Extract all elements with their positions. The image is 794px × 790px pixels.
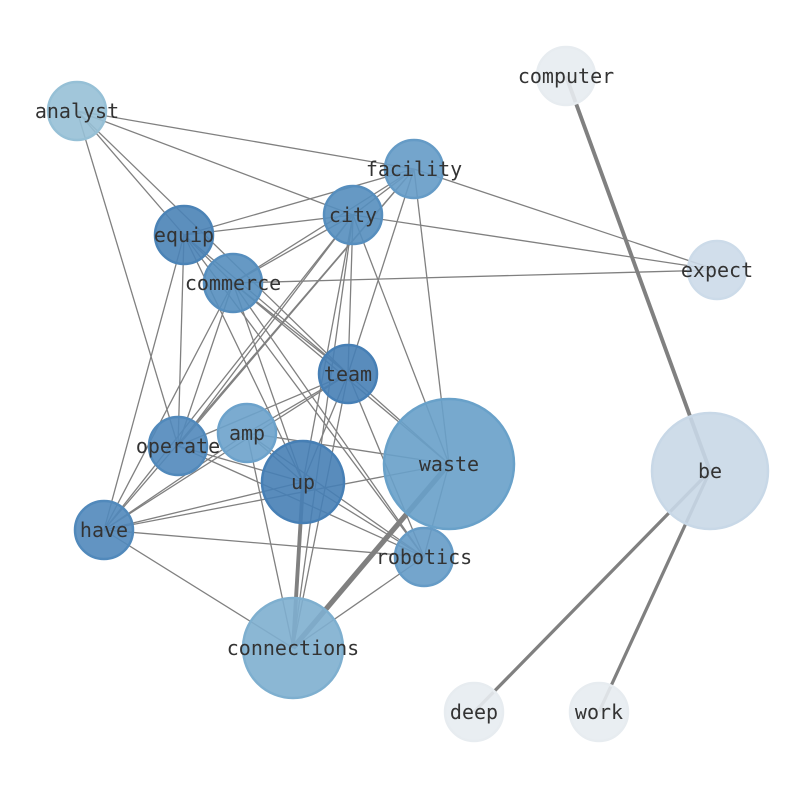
node-amp[interactable]: amp (216, 402, 278, 464)
node-operate[interactable]: operate (136, 415, 220, 477)
node-robotics[interactable]: robotics (376, 526, 472, 588)
node-up[interactable]: up (260, 439, 346, 525)
node-circle[interactable] (153, 204, 215, 266)
edge-facility-expect (413, 168, 718, 271)
node-analyst[interactable]: analyst (35, 80, 119, 142)
node-waste[interactable]: waste (382, 397, 516, 531)
node-circle[interactable] (322, 184, 384, 246)
node-have[interactable]: have (73, 499, 135, 561)
node-circle[interactable] (650, 411, 770, 531)
edge-analyst-operate (76, 110, 179, 447)
edge-equip-operate (177, 234, 185, 447)
node-connections[interactable]: connections (227, 596, 359, 700)
edge-city-up (302, 214, 354, 483)
node-circle[interactable] (260, 439, 346, 525)
node-commerce[interactable]: commerce (185, 252, 281, 314)
node-label: computer (518, 64, 614, 88)
node-facility[interactable]: facility (366, 138, 462, 200)
node-circle[interactable] (686, 239, 748, 301)
edge-city-have (103, 214, 354, 531)
edge-commerce-have (103, 282, 234, 531)
node-label: analyst (35, 99, 119, 123)
node-circle[interactable] (147, 415, 209, 477)
node-circle[interactable] (202, 252, 264, 314)
nodes-layer: analyst facility city equip commerce team oper… (35, 45, 770, 743)
node-circle[interactable] (383, 138, 445, 200)
node-circle[interactable] (46, 80, 108, 142)
node-label: team (324, 362, 372, 386)
node-label: robotics (376, 545, 472, 569)
node-expect[interactable]: expect (681, 239, 753, 301)
node-circle[interactable] (393, 526, 455, 588)
edge-equip-team (183, 234, 349, 375)
edge-computer-be (564, 75, 712, 472)
node-circle[interactable] (443, 681, 505, 743)
edge-have-robotics (103, 529, 425, 558)
edge-analyst-city (76, 110, 354, 216)
node-team[interactable]: team (317, 343, 379, 405)
node-be[interactable]: be (650, 411, 770, 531)
node-label: deep (450, 700, 498, 724)
edge-analyst-facility (76, 110, 415, 170)
node-circle[interactable] (535, 45, 597, 107)
node-circle[interactable] (568, 681, 630, 743)
node-label: up (291, 470, 315, 494)
node-equip[interactable]: equip (153, 204, 215, 266)
node-label: be (698, 459, 722, 483)
node-circle[interactable] (216, 402, 278, 464)
node-label: facility (366, 157, 462, 181)
node-label: amp (229, 421, 265, 445)
node-circle[interactable] (382, 397, 516, 531)
node-label: connections (227, 636, 359, 660)
edge-facility-equip (183, 168, 415, 236)
edge-facility-team (347, 168, 415, 375)
node-circle[interactable] (317, 343, 379, 405)
node-label: operate (136, 434, 220, 458)
node-deep[interactable]: deep (443, 681, 505, 743)
node-work[interactable]: work (568, 681, 630, 743)
edge-city-expect (352, 214, 718, 271)
edge-facility-commerce (232, 168, 415, 284)
node-label: expect (681, 258, 753, 282)
node-city[interactable]: city (322, 184, 384, 246)
node-label: work (575, 700, 623, 724)
node-circle[interactable] (73, 499, 135, 561)
node-label: city (329, 203, 377, 227)
node-computer[interactable]: computer (518, 45, 614, 107)
edge-equip-have (103, 234, 185, 531)
node-label: commerce (185, 271, 281, 295)
node-label: waste (419, 452, 479, 476)
node-label: equip (154, 223, 214, 247)
node-label: have (80, 518, 128, 542)
edge-city-connections (292, 214, 354, 649)
node-circle[interactable] (241, 596, 345, 700)
